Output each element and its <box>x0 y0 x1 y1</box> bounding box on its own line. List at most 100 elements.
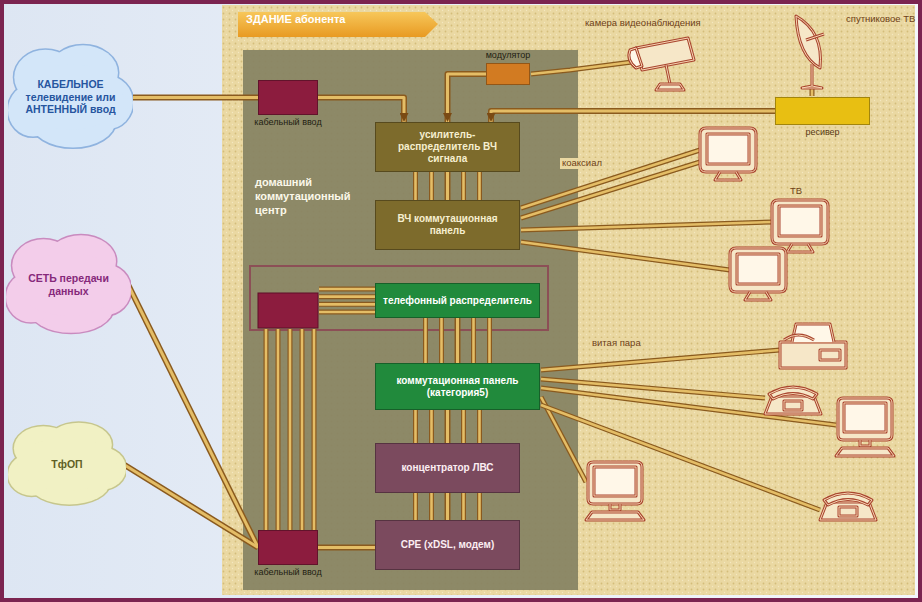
cable <box>541 379 765 398</box>
cable <box>521 162 700 218</box>
title-banner <box>238 12 438 37</box>
cable <box>531 62 632 74</box>
process-box: CPE (xDSL, модем) <box>375 520 520 570</box>
cable <box>414 493 417 520</box>
caption: кабельный ввод <box>254 117 321 128</box>
cable <box>413 493 418 520</box>
telephone <box>765 387 821 414</box>
cable <box>440 318 443 363</box>
cable <box>462 172 465 200</box>
cable <box>521 242 730 270</box>
device-outline <box>779 206 821 236</box>
device-outline <box>784 335 814 340</box>
tv-set <box>772 200 828 252</box>
device-outline <box>715 172 741 180</box>
device-outline <box>588 462 642 504</box>
cable <box>319 302 375 307</box>
cable <box>277 329 280 530</box>
cable-connector <box>318 98 404 123</box>
cable <box>430 172 433 200</box>
cable-entry-block <box>258 293 318 328</box>
process-box: телефонный распределитель <box>375 283 540 318</box>
cable-entry: кабельный ввод <box>258 530 318 565</box>
cable <box>301 329 304 530</box>
cable <box>478 410 481 443</box>
connector-casing <box>123 74 775 548</box>
cable-connector <box>456 318 459 363</box>
device-outline <box>629 48 642 68</box>
cable <box>423 318 428 363</box>
box-text: усилитель-распределитель ВЧ сигнала <box>381 129 514 165</box>
fax-machine <box>780 324 846 368</box>
cloud-lobe <box>18 64 123 130</box>
cable <box>413 172 418 200</box>
network-cloud: КАБЕЛЬНОЕ телевидение или АНТЕННЫЙ ввод <box>8 42 133 152</box>
area-heading: ЗДАНИЕ абонента <box>246 13 345 27</box>
device-outline <box>666 65 670 84</box>
cable <box>429 410 434 443</box>
cable <box>319 310 375 315</box>
device-label: камера видеонаблюдения <box>585 18 701 29</box>
panel-ground <box>243 50 578 590</box>
connector-casing <box>491 111 775 122</box>
process-box: концентратор ЛВС <box>375 443 520 493</box>
cloud-text: КАБЕЛЬНОЕ телевидение или АНТЕННЫЙ ввод <box>23 78 118 116</box>
cable <box>288 329 293 530</box>
group-outline <box>250 266 548 330</box>
process-box: усилитель-распределитель ВЧ сигнала <box>375 122 520 172</box>
device-outline <box>737 254 779 284</box>
device-outline <box>594 467 636 496</box>
device-outline <box>745 292 771 300</box>
cable <box>319 295 375 298</box>
device-outline <box>769 387 817 399</box>
building-ground <box>222 5 915 595</box>
device-outline <box>629 48 642 68</box>
device-outline <box>772 200 828 244</box>
connector-casing <box>445 493 451 520</box>
device-outline <box>769 387 817 399</box>
device-outline <box>796 16 821 68</box>
telephone <box>820 493 876 520</box>
cable-connector <box>318 546 375 549</box>
cable <box>462 493 465 520</box>
tv-set <box>730 248 786 300</box>
device-outline <box>839 507 857 516</box>
device-outline <box>656 84 684 90</box>
device-outline <box>636 38 694 70</box>
cable <box>521 242 730 270</box>
cloud-fill <box>6 235 131 333</box>
process-box: ВЧ коммутационная панель <box>375 200 520 250</box>
caption: кабельный ввод <box>254 567 321 578</box>
box-text: CPE (xDSL, модем) <box>401 539 495 551</box>
cloud-outline <box>8 45 133 147</box>
cable <box>541 350 780 370</box>
cloud-lobe <box>16 253 121 316</box>
computer <box>586 462 644 520</box>
device-outline <box>784 335 814 340</box>
cable-label: коаксиал <box>560 158 604 169</box>
cable <box>462 410 465 443</box>
cloud-lobe <box>17 438 116 491</box>
cloud-outline <box>6 235 131 333</box>
connector-casing <box>131 95 258 101</box>
device-outline <box>844 403 886 432</box>
cable <box>461 410 466 443</box>
cable <box>521 150 700 208</box>
connector-casing <box>318 545 375 551</box>
cable <box>319 311 375 314</box>
caption: ресивер <box>805 127 839 138</box>
cable <box>541 405 820 510</box>
device-outline <box>707 134 749 164</box>
cloud-fill <box>8 45 133 147</box>
device-outline <box>707 134 749 164</box>
cable <box>414 410 417 443</box>
device-outline <box>806 34 824 40</box>
connector-casing <box>318 98 404 123</box>
network-cloud: ТфОП <box>8 420 126 508</box>
cable-connector <box>131 96 258 99</box>
cable <box>541 379 765 398</box>
device-outline <box>586 512 644 520</box>
connector-casing <box>448 74 487 122</box>
device-outline <box>784 401 802 410</box>
